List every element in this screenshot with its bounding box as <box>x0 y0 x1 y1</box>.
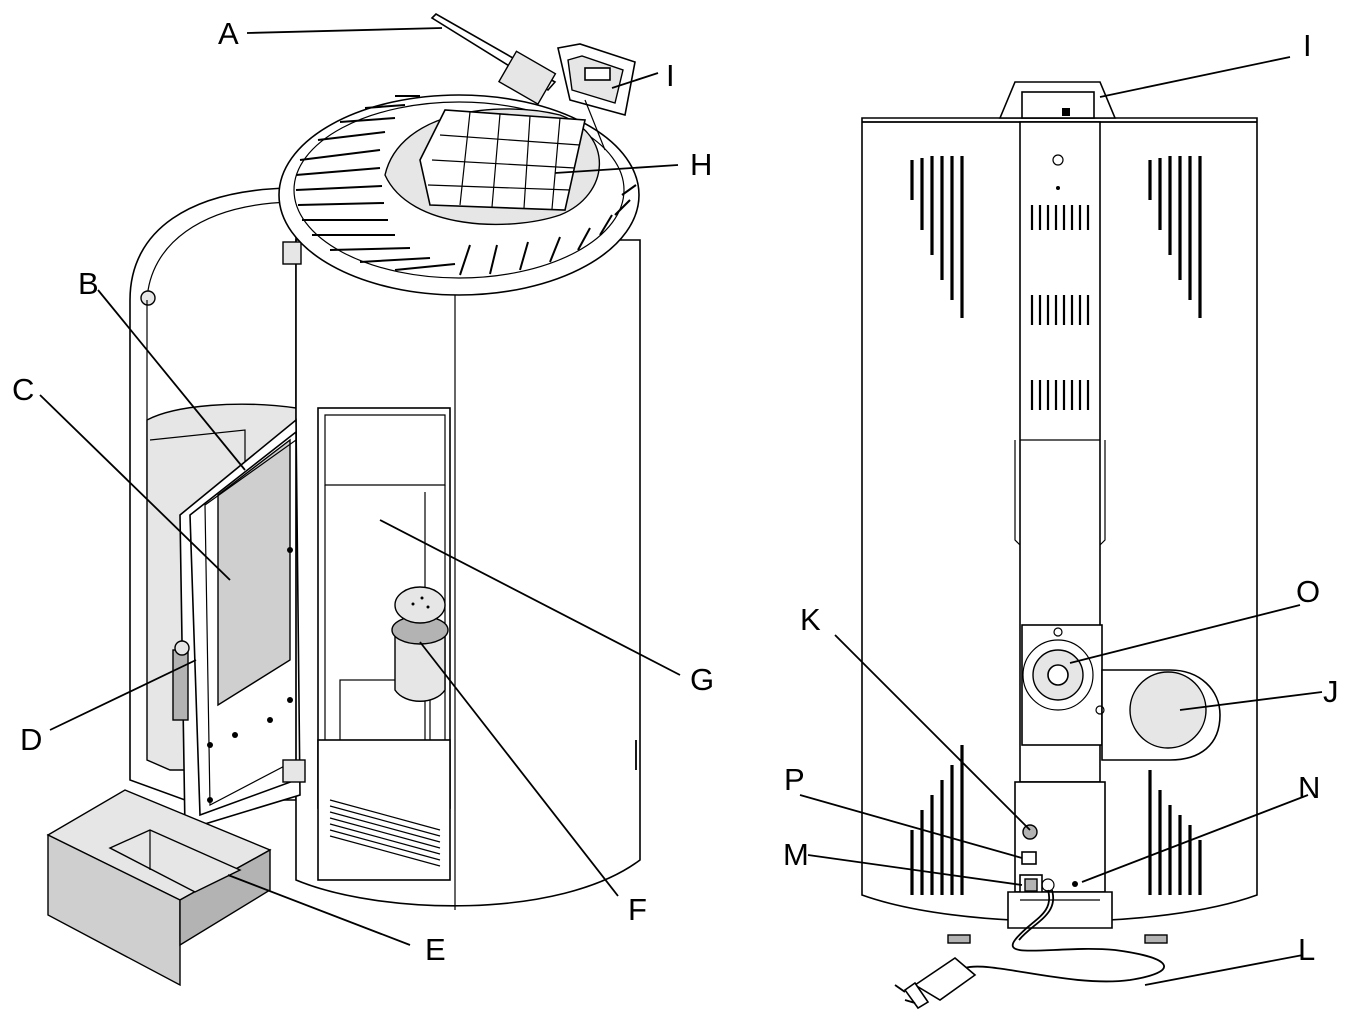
stove-front-view: A B C D E F G H I <box>12 13 714 987</box>
component-P <box>1021 851 1037 865</box>
pellet-hopper-grid <box>419 109 586 211</box>
upper-side-vents <box>910 156 1202 318</box>
label-C: C <box>12 372 34 407</box>
label-K: K <box>800 602 821 637</box>
label-I-right: I <box>1303 28 1312 63</box>
label-P: P <box>784 762 805 797</box>
flue-outlet <box>1021 624 1103 746</box>
label-E: E <box>425 932 446 967</box>
label-O: O <box>1296 574 1320 609</box>
label-M: M <box>783 837 809 872</box>
label-F: F <box>628 892 647 927</box>
label-G: G <box>690 662 714 697</box>
rear-control-housing <box>998 81 1117 119</box>
label-B: B <box>78 266 99 301</box>
leader-lines-left <box>39 27 681 946</box>
open-door <box>172 241 306 832</box>
control-panel <box>557 43 636 151</box>
electrical-box <box>1007 781 1113 929</box>
power-plug <box>894 956 977 1010</box>
combustion-air-intake <box>1095 669 1221 761</box>
component-K <box>1022 824 1038 840</box>
top-grille <box>278 94 640 296</box>
label-I-left: I <box>666 58 675 93</box>
burn-pot <box>391 586 449 702</box>
stove-rear-view: I J K L M N O P <box>783 28 1339 1010</box>
door-handle <box>172 649 189 721</box>
label-A: A <box>218 16 239 51</box>
power-cord <box>894 889 1165 1010</box>
lower-side-vents <box>910 745 1202 895</box>
leader-lines-right <box>799 56 1323 986</box>
lower-vent-grille <box>317 739 451 881</box>
label-L: L <box>1298 932 1315 967</box>
label-J: J <box>1323 674 1339 709</box>
label-D: D <box>20 722 42 757</box>
ash-drawer <box>46 789 272 987</box>
label-H: H <box>690 147 712 182</box>
label-N: N <box>1298 770 1320 805</box>
door-glass <box>217 438 291 707</box>
